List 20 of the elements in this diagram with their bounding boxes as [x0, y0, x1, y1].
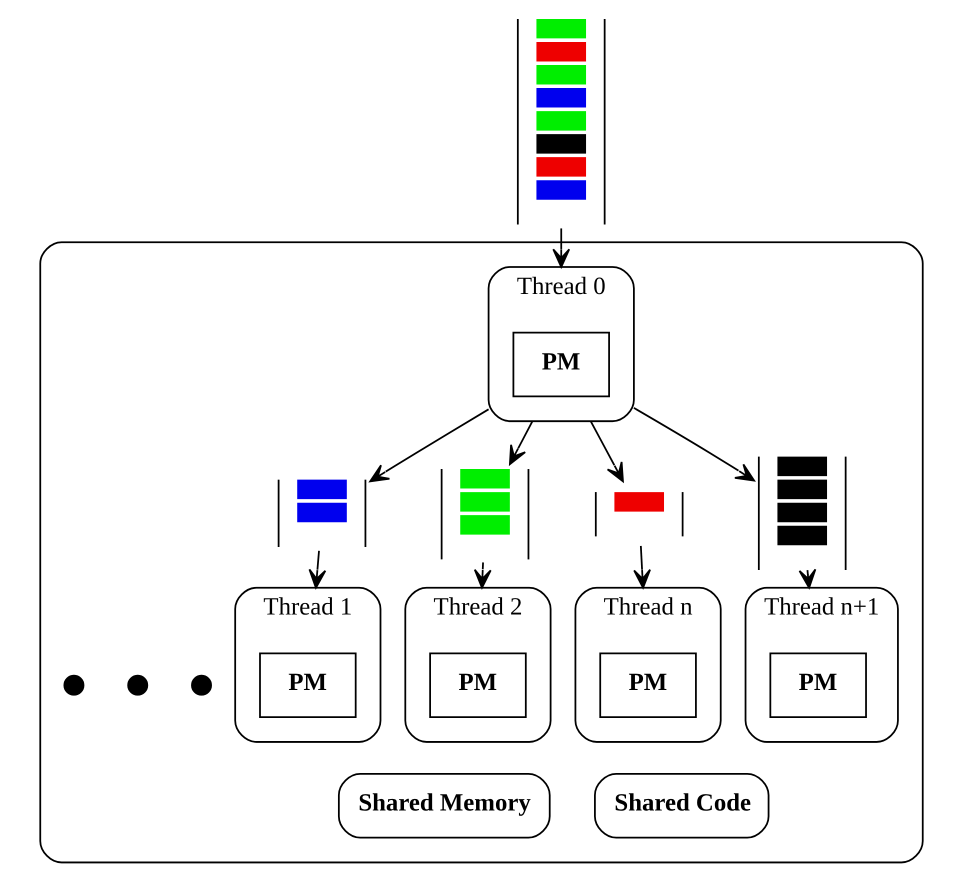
node-dot	[62, 674, 84, 696]
node-box: PM	[512, 332, 610, 398]
node-box: Shared Memory	[337, 772, 550, 838]
node-dot	[126, 674, 148, 696]
arrow	[589, 420, 624, 482]
arrow	[368, 408, 489, 482]
arrow	[632, 407, 755, 482]
arrow	[508, 420, 533, 466]
node-box: PM	[768, 652, 866, 718]
cluster	[38, 241, 924, 864]
arrow	[473, 562, 492, 589]
arrow	[798, 568, 816, 589]
node-dot	[190, 674, 212, 696]
arrow	[308, 550, 326, 589]
node-box: PM	[258, 652, 356, 718]
arrow	[632, 546, 650, 589]
node-box: PM	[428, 652, 526, 718]
arrow	[552, 228, 570, 268]
node-box: Shared Code	[594, 772, 769, 838]
node-box: PM	[598, 652, 696, 718]
